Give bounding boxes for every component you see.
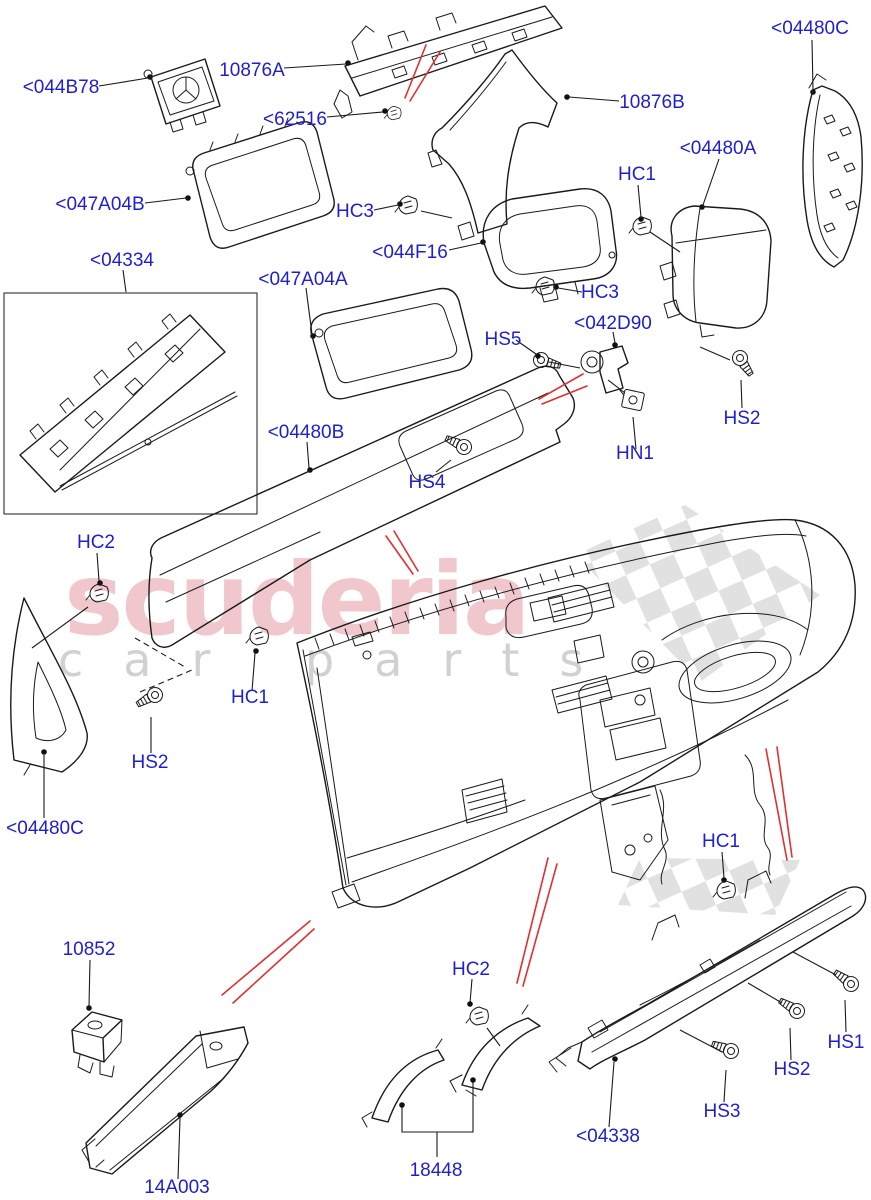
part-04480C-left-end-panel[interactable] [10,597,88,776]
part-04480B-upper-trim-panel[interactable] [148,365,576,648]
part-label-HS5[interactable]: HS5 [485,329,522,350]
part-label-HS2-right[interactable]: HS2 [724,408,761,429]
part-labels: <044B78 10876A <62516 <047A04B HC3 <044F… [6,18,864,1198]
part-label-10876B[interactable]: 10876B [619,92,685,113]
part-label-62516[interactable]: <62516 [263,109,327,130]
part-label-04480C-left[interactable]: <04480C [6,818,84,839]
part-label-044B78[interactable]: <044B78 [23,77,100,98]
part-label-04480B[interactable]: <04480B [268,422,345,443]
part-label-HS3[interactable]: HS3 [704,1101,741,1122]
part-04338-lower-trim-panel[interactable] [548,870,867,1073]
clip-HC2-bottom[interactable] [465,1006,489,1026]
part-04480A-end-cap[interactable] [659,205,772,338]
part-label-04334[interactable]: <04334 [90,250,154,271]
part-label-04480A[interactable]: <04480A [680,138,757,159]
part-label-047A04B[interactable]: <047A04B [55,194,144,215]
part-label-HS1[interactable]: HS1 [828,1032,865,1053]
part-label-04338[interactable]: <04338 [576,1126,640,1147]
part-label-10852[interactable]: 10852 [63,939,116,960]
watermark-tagline-text: car parts [58,633,623,687]
screw-HS1[interactable] [829,965,862,995]
part-label-042D90[interactable]: <042D90 [574,313,652,334]
part-label-HC1-bottom[interactable]: HC1 [702,831,740,852]
part-10852-bracket[interactable] [71,1011,123,1078]
part-04334-boxed-panel[interactable] [3,292,258,515]
part-label-HC2-bottom[interactable]: HC2 [452,959,490,980]
screw-HS3[interactable] [709,1036,742,1062]
part-label-18448[interactable]: 18448 [410,1160,463,1181]
part-label-HC1-middle[interactable]: HC1 [231,687,269,708]
part-04480C-right-end-panel[interactable] [802,73,863,268]
part-18448-trim-strips[interactable] [361,1004,541,1128]
part-label-10876A[interactable]: 10876A [219,60,285,81]
part-label-HS2-bottom[interactable]: HS2 [774,1059,811,1080]
part-044B78-module[interactable] [143,58,221,133]
part-label-047A04A[interactable]: <047A04A [258,269,348,290]
part-label-14A003[interactable]: 14A003 [144,1177,210,1198]
screw-HS2-bottom[interactable] [775,994,808,1022]
red-pointer-arrows [221,44,793,1004]
part-label-HC3-lower[interactable]: HC3 [581,282,619,303]
part-10876B-pillar-trim[interactable] [427,49,558,241]
dashboard-assembly[interactable] [296,518,856,909]
watermark-brand-text: scuderia [64,541,528,658]
screw-HS2-right[interactable] [729,347,759,380]
watermark-checkered-flag [575,505,820,915]
part-047A04B-cluster-bezel[interactable] [185,117,335,249]
part-label-044F16[interactable]: <044F16 [372,242,448,263]
screw-HS2-left[interactable] [133,684,166,712]
part-047A04A-display-bezel[interactable] [310,287,473,400]
part-label-HS2-left[interactable]: HS2 [132,752,169,773]
part-14A003-stowage-tray[interactable] [81,1026,249,1175]
watermark: scuderia car parts [58,505,820,915]
part-label-HN1[interactable]: HN1 [616,443,654,464]
part-label-HC1-top[interactable]: HC1 [618,164,656,185]
part-label-HC2-left[interactable]: HC2 [77,532,115,553]
leader-lines [31,39,847,1180]
nut-HN1[interactable] [616,388,645,412]
part-label-HS4[interactable]: HS4 [409,472,446,493]
part-042D90-bracket[interactable] [580,345,629,394]
part-10876A-defroster-grille[interactable] [333,5,563,119]
part-label-HC3-upper[interactable]: HC3 [336,201,374,222]
part-label-04480C-right[interactable]: <04480C [771,18,849,39]
